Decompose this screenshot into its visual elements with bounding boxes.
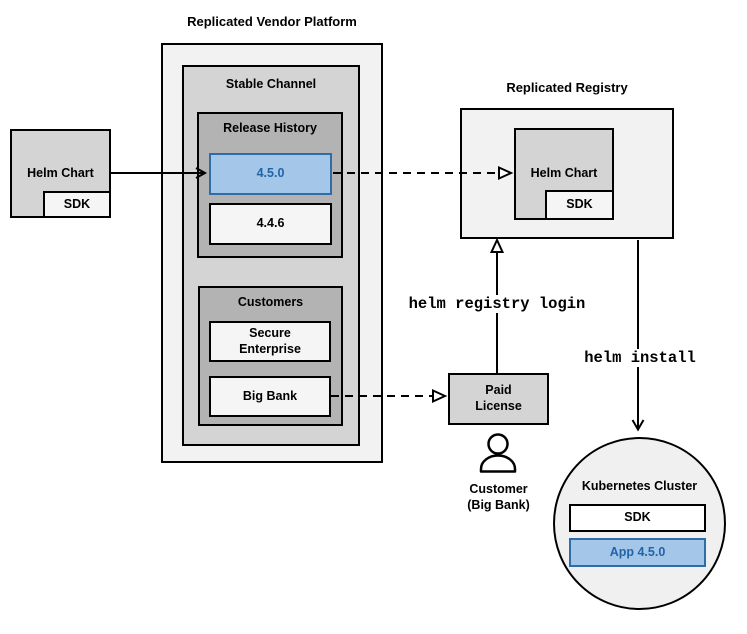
release-version-450: 4.5.0: [209, 153, 332, 195]
stable-channel-label: Stable Channel: [225, 77, 317, 91]
release-history-label: Release History: [223, 121, 317, 135]
registry-helm-chart-box: Helm Chart SDK: [514, 128, 614, 220]
customers-label: Customers: [237, 295, 304, 309]
release-version-446: 4.4.6: [209, 203, 332, 245]
platform-title: Replicated Vendor Platform: [187, 14, 357, 29]
source-sdk-box: SDK: [43, 191, 111, 218]
registry-helm-chart-label: Helm Chart: [530, 166, 598, 181]
actor-caption-line1: Customer: [469, 482, 528, 496]
customer-big-bank-label: Big Bank: [242, 388, 298, 403]
helm-registry-login-command: helm registry login: [404, 295, 590, 313]
release-version-450-label: 4.5.0: [256, 166, 285, 181]
source-sdk-label: SDK: [63, 196, 91, 211]
helm-install-command: helm install: [580, 349, 700, 367]
release-version-446-label: 4.4.6: [256, 216, 285, 231]
customer-secure-enterprise-label: Secure Enterprise: [239, 325, 301, 356]
paid-license-label: Paid License: [475, 383, 522, 413]
source-helm-chart-box: Helm Chart SDK: [10, 129, 111, 218]
registry-title: Replicated Registry: [506, 80, 628, 95]
kubernetes-cluster-label: Kubernetes Cluster: [581, 479, 698, 493]
actor-caption: Customer (Big Bank): [448, 481, 549, 513]
cluster-app-label: App 4.5.0: [609, 544, 666, 559]
cluster-app-box: App 4.5.0: [569, 538, 706, 567]
registry-sdk-label: SDK: [566, 197, 593, 212]
cluster-sdk-label: SDK: [624, 510, 651, 525]
source-helm-chart-label: Helm Chart: [27, 165, 94, 180]
actor-caption-line2: (Big Bank): [467, 498, 530, 512]
customer-secure-enterprise: Secure Enterprise: [209, 321, 331, 362]
arrow-registry-to-cluster: [631, 240, 645, 432]
registry-sdk-box: SDK: [545, 190, 614, 220]
customer-big-bank: Big Bank: [209, 376, 331, 417]
person-icon: [479, 433, 517, 473]
cluster-sdk-box: SDK: [569, 504, 706, 532]
paid-license-box: Paid License: [448, 373, 549, 425]
